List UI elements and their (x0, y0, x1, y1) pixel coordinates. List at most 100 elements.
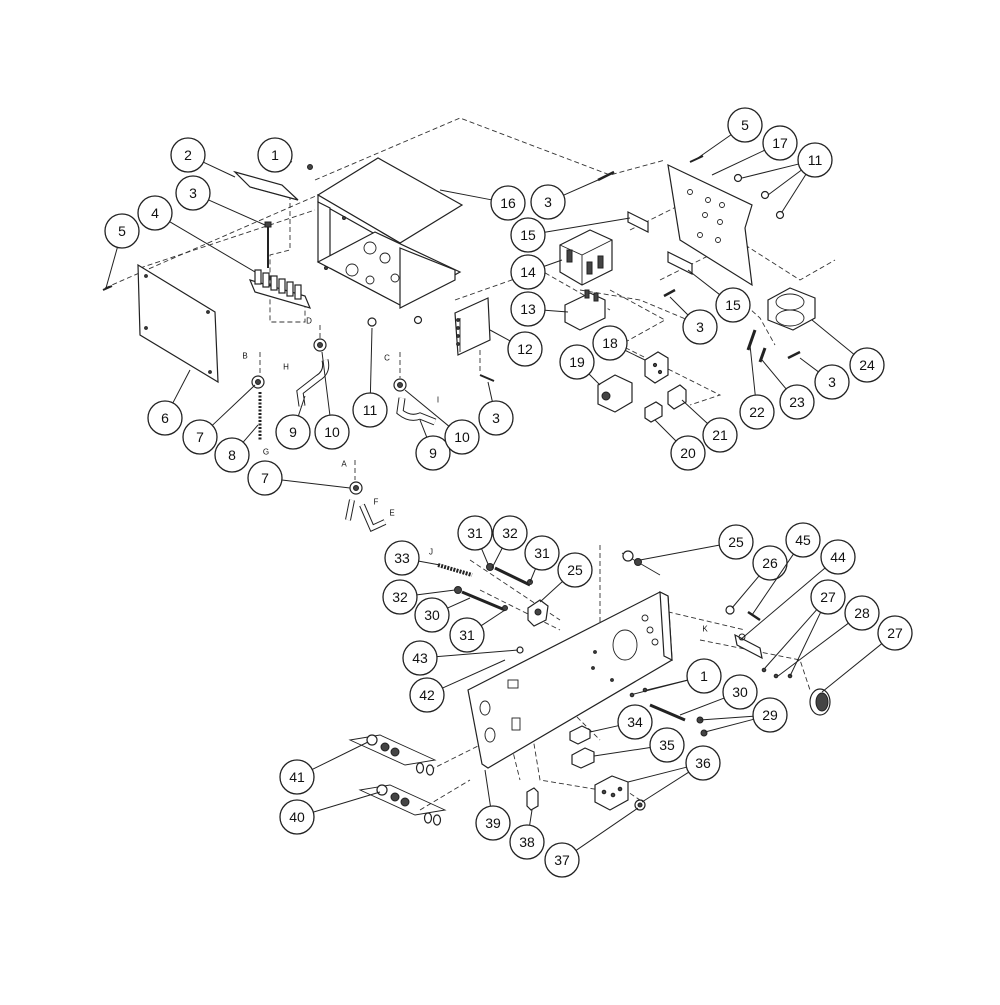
callout-28: 28 (777, 595, 880, 677)
callout-number: 27 (820, 589, 836, 605)
callout-circle (170, 137, 206, 173)
lamp-34 (569, 725, 591, 745)
callout-circle (785, 522, 821, 558)
callout-number: 30 (424, 607, 440, 623)
leader-line (799, 357, 819, 373)
callout-25: 25 (639, 524, 754, 561)
callout-number: 43 (412, 650, 428, 666)
letter-j: J (429, 548, 433, 557)
leader-line (639, 544, 720, 561)
callout-31: 31 (449, 609, 506, 653)
callout-circle (382, 579, 418, 615)
callout-number: 38 (519, 834, 535, 850)
callout-circle (718, 524, 754, 560)
callout-number: 40 (289, 809, 305, 825)
callout-circle (449, 617, 485, 653)
callout-circle (475, 805, 511, 841)
callout-circle (478, 400, 514, 436)
leader-line (439, 189, 492, 201)
callout-number: 10 (324, 424, 340, 440)
callout-number: 5 (118, 223, 126, 239)
callout-number: 31 (534, 545, 550, 561)
leader-line (281, 479, 351, 489)
callout-circle (510, 217, 546, 253)
leader-line (588, 373, 601, 386)
callout-34: 34 (589, 704, 653, 740)
letter-k: K (702, 625, 708, 634)
callout-27: 27 (821, 615, 913, 693)
callout-number: 37 (554, 852, 570, 868)
mounting-plate-17 (667, 163, 753, 287)
callout-39: 39 (475, 769, 511, 841)
callout-43: 43 (402, 640, 519, 676)
callout-10: 10 (314, 351, 350, 450)
callout-37: 37 (544, 807, 639, 878)
callout-19: 19 (559, 344, 601, 386)
callout-number: 1 (700, 668, 708, 684)
screw-5-left (102, 285, 113, 291)
callout-26: 26 (731, 545, 788, 609)
leader-line (751, 553, 794, 616)
leader-line (321, 351, 331, 416)
callout-number: 36 (695, 755, 711, 771)
leader-line (646, 679, 688, 691)
callout-32: 32 (382, 579, 456, 615)
switch-25-top (621, 550, 661, 576)
callout-2: 2 (170, 137, 236, 178)
rail-15-lower (667, 251, 693, 275)
callout-14: 14 (510, 254, 563, 290)
callout-circle (247, 460, 283, 496)
callout-16: 16 (439, 185, 526, 221)
callout-circle (314, 414, 350, 450)
leader-line (212, 384, 256, 426)
leader-line (767, 169, 802, 196)
callout-number: 3 (492, 410, 500, 426)
callout-number: 34 (627, 714, 643, 730)
callout-circle (444, 419, 480, 455)
callout-circle (137, 195, 173, 231)
leader-line (699, 715, 754, 721)
leader-line (575, 807, 639, 851)
callout-number: 7 (261, 470, 269, 486)
shafts-30-31-32 (454, 563, 533, 612)
callout-number: 31 (467, 525, 483, 541)
leader-line (593, 747, 651, 757)
switch-35 (571, 747, 595, 769)
socket-18 (644, 351, 669, 384)
letter-h: H (283, 363, 289, 372)
leader-line (625, 349, 646, 361)
callout-circle (409, 677, 445, 713)
leader-line (811, 319, 855, 355)
callout-circle (510, 254, 546, 290)
connector-40 (358, 784, 447, 826)
leader-line (777, 622, 849, 677)
callout-circle (175, 175, 211, 211)
leader-line (543, 259, 563, 267)
callout-9: 9 (415, 419, 451, 471)
callout-20: 20 (654, 419, 706, 471)
callout-4: 4 (137, 195, 256, 273)
letter-g: G (263, 448, 269, 457)
leader-line (436, 649, 519, 658)
callout-number: 17 (772, 135, 788, 151)
letter-b: B (242, 352, 247, 361)
callout-15: 15 (687, 269, 751, 323)
fitting-10-left (313, 338, 327, 352)
callout-31: 31 (524, 535, 560, 583)
letter-markers: B D C H I G A F E J K (242, 317, 708, 634)
cover-plate-2 (232, 170, 299, 201)
callout-number: 6 (161, 410, 169, 426)
screw-3-center (663, 288, 676, 298)
leader-line (529, 809, 533, 826)
callout-29: 29 (699, 697, 788, 733)
callout-42: 42 (409, 659, 506, 713)
letter-e: E (389, 509, 394, 518)
callout-circle (722, 674, 758, 710)
callout-circle (509, 824, 545, 860)
callout-27: 27 (764, 579, 846, 677)
callout-3: 3 (530, 179, 599, 220)
tube-9-right (396, 397, 437, 426)
callout-circle (797, 142, 833, 178)
leader-line (480, 609, 506, 627)
fitting-7-bottom (345, 481, 387, 533)
